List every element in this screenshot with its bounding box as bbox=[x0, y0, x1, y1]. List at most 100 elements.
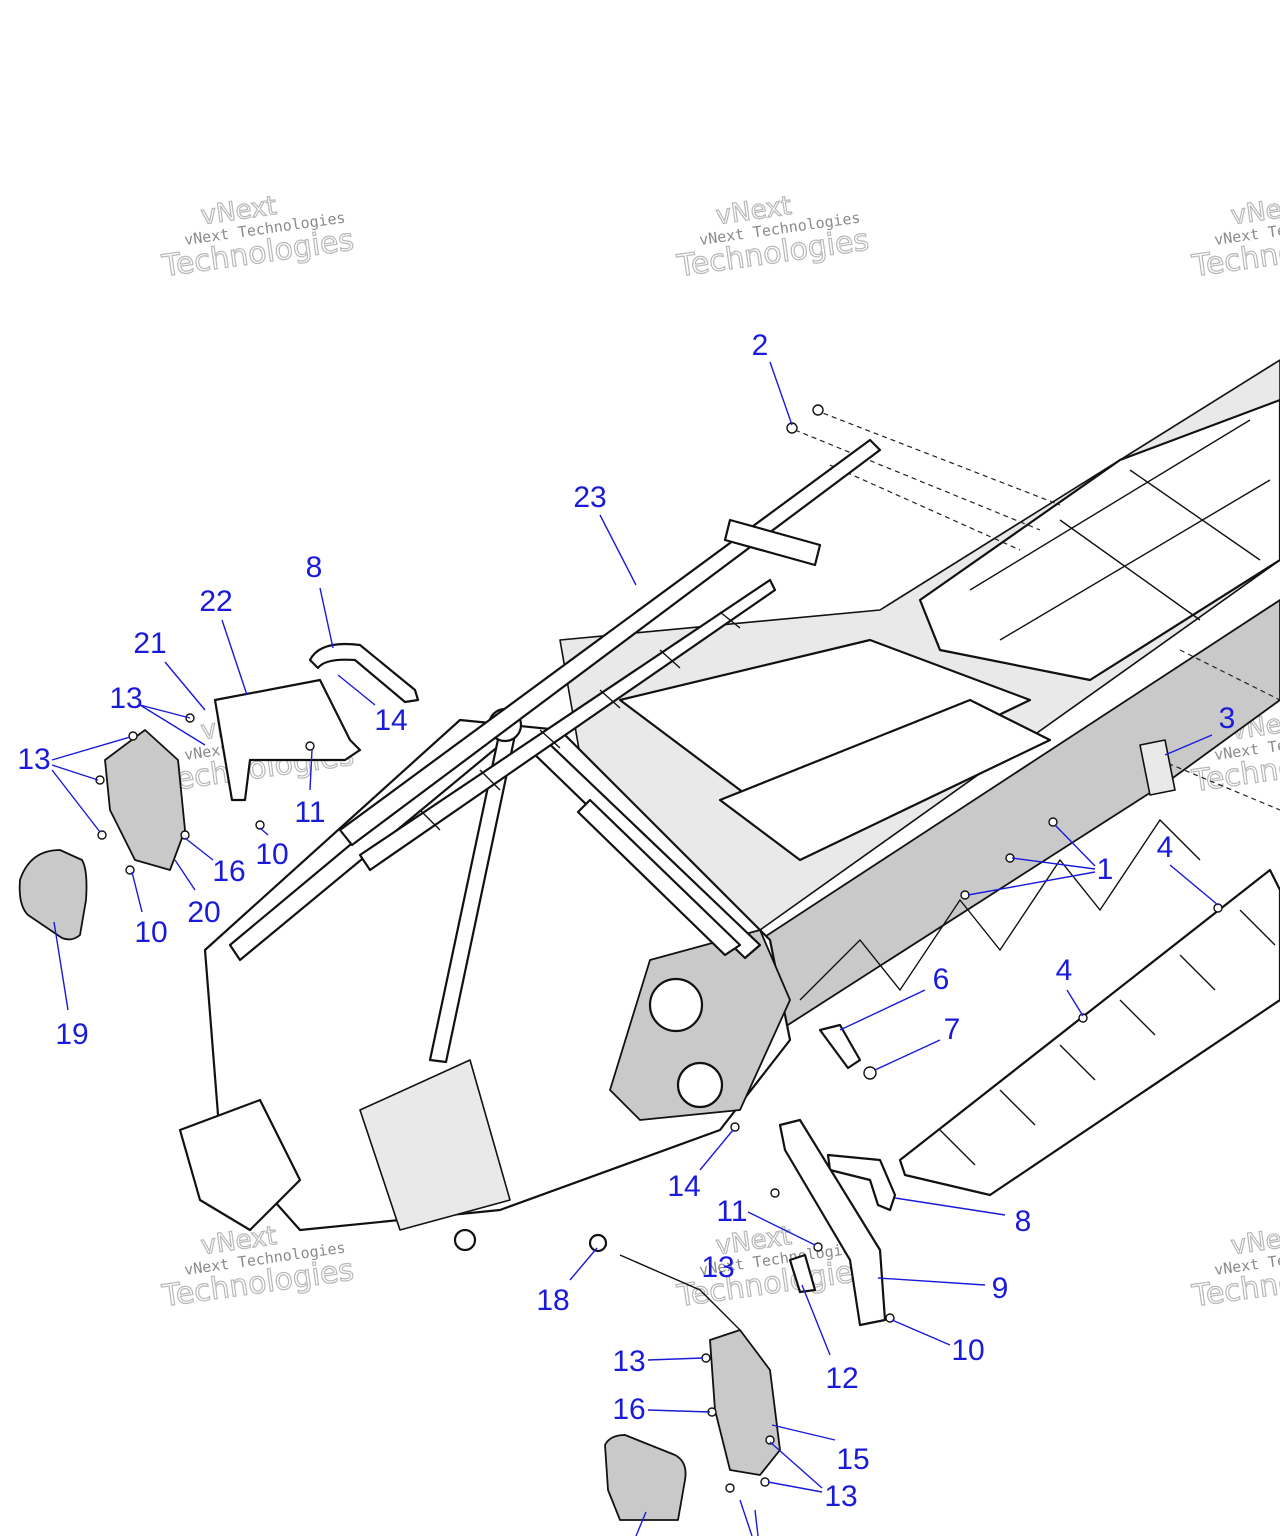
watermark-2: vNext vNext Technologies Technologies bbox=[674, 190, 872, 284]
callout-13[interactable]: 13 bbox=[109, 682, 142, 715]
grab-handle-8 bbox=[308, 642, 420, 704]
side-plate-hole-2 bbox=[676, 1061, 724, 1109]
leader-4a bbox=[1169, 864, 1219, 906]
leader-1-1 bbox=[1054, 824, 1096, 867]
rail-cross-members bbox=[419, 611, 741, 831]
callout-4[interactable]: 4 bbox=[1157, 831, 1174, 864]
dashed-line bbox=[1159, 759, 1280, 811]
tunnel-panel-2 bbox=[718, 698, 1052, 862]
bolt bbox=[765, 1435, 775, 1445]
leader-lower-2 bbox=[754, 1509, 759, 1536]
leader-3 bbox=[1164, 734, 1213, 756]
callout-16[interactable]: 16 bbox=[612, 1393, 645, 1426]
callout-18[interactable]: 18 bbox=[536, 1284, 569, 1317]
bolt bbox=[97, 830, 107, 840]
leader-14a bbox=[337, 674, 376, 706]
tunnel-side-truss bbox=[799, 818, 1201, 1001]
leader-22 bbox=[221, 619, 248, 696]
cooler-frame bbox=[918, 398, 1280, 682]
bolt bbox=[730, 1122, 740, 1132]
leader-18 bbox=[569, 1247, 598, 1281]
callout-8[interactable]: 8 bbox=[306, 551, 323, 584]
suspension-mount bbox=[178, 1098, 302, 1232]
leader-13b-1 bbox=[51, 736, 131, 761]
leader-16b bbox=[647, 1409, 711, 1413]
callout-12[interactable]: 12 bbox=[825, 1362, 858, 1395]
callout-21[interactable]: 21 bbox=[133, 627, 166, 660]
leader-8a bbox=[319, 587, 334, 649]
callout-13[interactable]: 13 bbox=[701, 1251, 734, 1284]
pad-lower bbox=[604, 1434, 687, 1521]
callout-23[interactable]: 23 bbox=[573, 481, 606, 514]
bracket-9 bbox=[778, 1118, 887, 1327]
callout-14[interactable]: 14 bbox=[374, 704, 407, 737]
leader-13e-1 bbox=[769, 1441, 823, 1489]
callout-2[interactable]: 2 bbox=[752, 329, 769, 362]
callout-14[interactable]: 14 bbox=[667, 1170, 700, 1203]
callout-9[interactable]: 9 bbox=[992, 1272, 1009, 1305]
watermark-9: vNext vNext Technologies Technologies bbox=[1189, 1220, 1280, 1314]
leader-10a bbox=[259, 827, 269, 836]
leader-lower-1 bbox=[739, 1499, 753, 1536]
leader-8b bbox=[894, 1197, 1006, 1216]
callout-15[interactable]: 15 bbox=[836, 1443, 869, 1476]
leader-11b bbox=[747, 1211, 816, 1246]
bolt bbox=[725, 1483, 735, 1493]
callout-3[interactable]: 3 bbox=[1219, 702, 1236, 735]
leader-16a bbox=[184, 837, 214, 861]
callout-7[interactable]: 7 bbox=[944, 1013, 961, 1046]
front-chassis-skid bbox=[359, 1059, 511, 1231]
watermark-1: vNext vNext Technologies Technologies bbox=[159, 190, 357, 284]
callout-10[interactable]: 10 bbox=[951, 1334, 984, 1367]
leader-lines bbox=[51, 361, 1219, 1536]
callout-20[interactable]: 20 bbox=[187, 896, 220, 929]
bolt bbox=[813, 1242, 823, 1252]
leader-23 bbox=[599, 514, 637, 586]
leader-4b bbox=[1066, 989, 1084, 1017]
leader-2 bbox=[769, 361, 793, 426]
pad-19 bbox=[18, 849, 88, 941]
upper-rail-23 bbox=[338, 438, 882, 872]
pivot-bracket-6 bbox=[818, 1023, 862, 1070]
leader-11a bbox=[309, 749, 313, 791]
callout-13[interactable]: 13 bbox=[824, 1480, 857, 1513]
leader-12 bbox=[801, 1284, 831, 1356]
bracket-22 bbox=[213, 678, 362, 802]
bolt bbox=[760, 1477, 770, 1487]
leader-pad-lower bbox=[635, 1511, 647, 1536]
bolt bbox=[812, 404, 824, 416]
callout-8[interactable]: 8 bbox=[1015, 1205, 1032, 1238]
bolt bbox=[180, 830, 190, 840]
callout-10[interactable]: 10 bbox=[255, 838, 288, 871]
callout-10[interactable]: 10 bbox=[134, 916, 167, 949]
bolt bbox=[701, 1353, 711, 1363]
side-panel-20 bbox=[104, 729, 186, 871]
callout-11[interactable]: 11 bbox=[716, 1195, 747, 1228]
dashed-line bbox=[1179, 649, 1280, 701]
dashed-line bbox=[794, 429, 1041, 531]
callout-13[interactable]: 13 bbox=[17, 743, 50, 776]
callout-numbers: 2 23 8 22 21 14 13 13 11 10 16 20 10 19 … bbox=[17, 329, 1235, 1513]
dashed-line bbox=[814, 409, 1061, 506]
callout-1[interactable]: 1 bbox=[1097, 853, 1114, 886]
leader-6 bbox=[839, 989, 926, 1031]
leader-19 bbox=[53, 921, 69, 1011]
running-board-slats bbox=[939, 909, 1276, 1166]
leader-15 bbox=[771, 1424, 836, 1441]
callout-11[interactable]: 11 bbox=[294, 796, 325, 829]
lower-side-panel-body bbox=[709, 1329, 781, 1476]
callout-22[interactable]: 22 bbox=[199, 585, 232, 618]
side-plate-hole-1 bbox=[648, 977, 704, 1033]
callout-19[interactable]: 19 bbox=[55, 1018, 88, 1051]
watermark-3: vNext vNext Technologies Technologies bbox=[1189, 190, 1280, 284]
cooler-ribs bbox=[969, 419, 1271, 641]
leader-10c bbox=[891, 1319, 951, 1346]
clip-18 bbox=[588, 1233, 608, 1253]
callout-13[interactable]: 13 bbox=[612, 1345, 645, 1378]
running-board bbox=[898, 868, 1280, 1197]
callout-16[interactable]: 16 bbox=[212, 855, 245, 888]
leader-1-3 bbox=[967, 871, 1096, 896]
tunnel-panel bbox=[618, 638, 1032, 822]
callout-6[interactable]: 6 bbox=[933, 963, 950, 996]
callout-4[interactable]: 4 bbox=[1056, 954, 1073, 987]
